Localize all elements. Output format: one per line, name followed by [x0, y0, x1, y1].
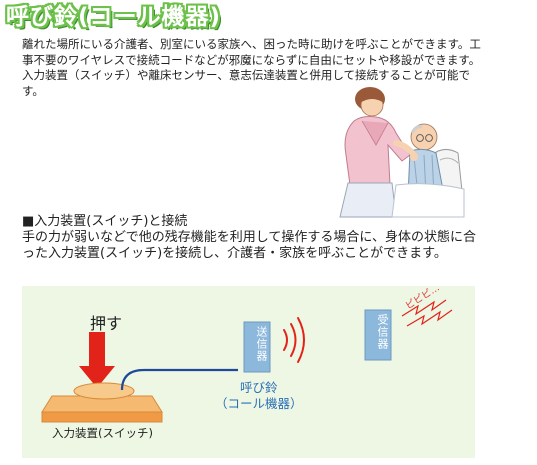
radio-waves-icon: [283, 317, 305, 363]
connection-diagram: 押す 送信器 受信器 ピピピ… 呼び鈴 （コール機器） 入力装置(スイッチ): [22, 282, 475, 458]
section-text: 手の力が弱いなどで他の残存機能を利用して操作する場合に、身体の状態に合った入力装…: [22, 230, 476, 261]
receiver-box: [364, 309, 392, 361]
caregiver-with-patient-illustration: [332, 85, 472, 220]
page-title: 呼び鈴(コール機器): [6, 4, 222, 30]
push-label: 押す: [90, 314, 123, 333]
intro-paragraph: 離れた場所にいる介護者、別室にいる家族へ、困った時に助けを呼ぶことができます。工…: [22, 37, 481, 98]
call-bell-label-line2: （コール機器）: [215, 396, 303, 411]
switch-label: 入力装置(スイッチ): [52, 426, 153, 440]
transmitter-label: 送信器: [255, 326, 268, 362]
transmitter-box: [243, 321, 271, 373]
section-heading: ■入力装置(スイッチ)と接続: [22, 214, 188, 229]
red-down-arrow-icon: [79, 332, 115, 388]
call-bell-label: 呼び鈴 （コール機器）: [215, 380, 303, 412]
receiver-label: 受信器: [376, 314, 389, 350]
switch-device: [41, 382, 163, 423]
beep-zigzag-icon: [401, 299, 453, 327]
call-bell-label-line1: 呼び鈴: [240, 380, 278, 395]
cable-line: [120, 368, 238, 391]
